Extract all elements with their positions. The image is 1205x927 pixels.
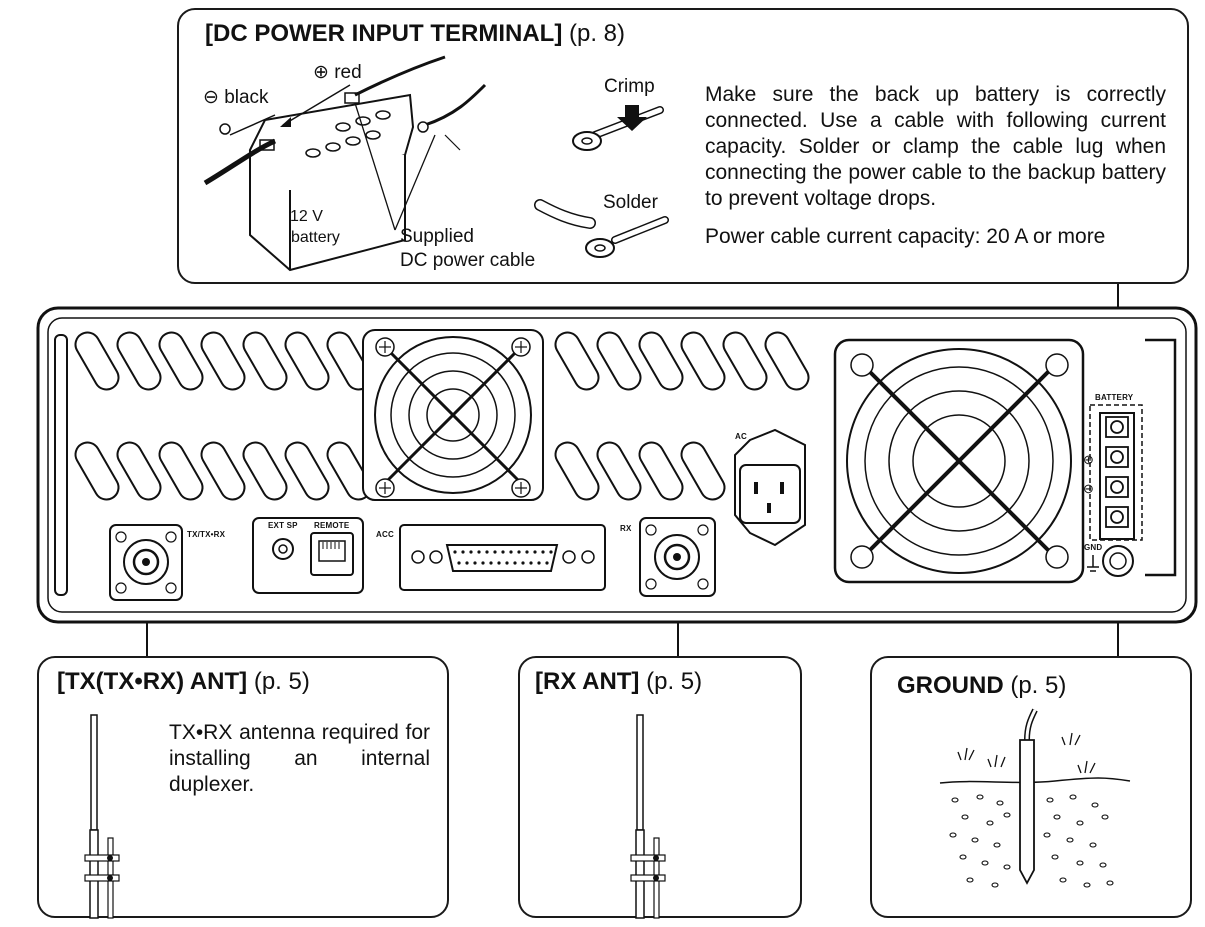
tx-ant-callout	[37, 656, 449, 918]
tx-antenna-icon	[84, 714, 120, 919]
label-supplied: Supplied	[400, 226, 474, 247]
ground-title: GROUND (p. 5)	[897, 672, 1066, 700]
gnd-label: GND	[1084, 543, 1103, 552]
tx-ant-description: TX•RX antenna required for installing an…	[169, 721, 430, 796]
label-red: ⊕ red	[313, 62, 362, 83]
tx-ant-title-bold: [TX(TX•RX) ANT]	[57, 668, 248, 695]
minus-symbol: ⊖	[1083, 481, 1094, 496]
battery-illustration	[203, 55, 669, 272]
dc-instructions: Make sure the back up battery is correct…	[705, 83, 1166, 210]
ac-label: AC	[735, 432, 747, 441]
tx-ant-title: [TX(TX•RX) ANT] (p. 5)	[57, 668, 310, 696]
rx-label: RX	[620, 524, 632, 533]
rx-ant-title-page: (p. 5)	[646, 668, 703, 695]
plus-symbol: ⊕	[1083, 452, 1094, 467]
rx-ant-title-bold: [RX ANT]	[535, 668, 640, 695]
ground-title-page: (p. 5)	[1010, 672, 1067, 699]
ext-sp-label: EXT SP	[268, 521, 298, 530]
rx-antenna-icon	[630, 714, 666, 919]
rx-ant-title: [RX ANT] (p. 5)	[535, 668, 702, 696]
tx-label: TX/TX•RX	[187, 530, 226, 539]
label-solder: Solder	[603, 192, 658, 213]
dc-power-title-page: (p. 8)	[568, 20, 625, 47]
tx-ant-title-page: (p. 5)	[253, 668, 310, 695]
label-crimp: Crimp	[604, 76, 655, 97]
rear-panel	[36, 306, 1198, 624]
dc-power-title-bold: [DC POWER INPUT TERMINAL]	[205, 20, 563, 47]
dc-capacity-note: Power cable current capacity: 20 A or mo…	[705, 225, 1106, 248]
battery-label: BATTERY	[1095, 393, 1134, 402]
dc-power-title: [DC POWER INPUT TERMINAL] (p. 8)	[205, 20, 625, 48]
label-battery-voltage: 12 V	[290, 208, 323, 225]
remote-label: REMOTE	[314, 521, 350, 530]
label-black: ⊖ black	[203, 87, 269, 108]
acc-label: ACC	[376, 530, 394, 539]
label-dc-power-cable: DC power cable	[400, 250, 536, 271]
label-battery: battery	[291, 229, 340, 246]
ground-rod-icon	[939, 708, 1131, 888]
rx-ant-callout	[518, 656, 802, 918]
ground-title-bold: GROUND	[897, 672, 1004, 699]
